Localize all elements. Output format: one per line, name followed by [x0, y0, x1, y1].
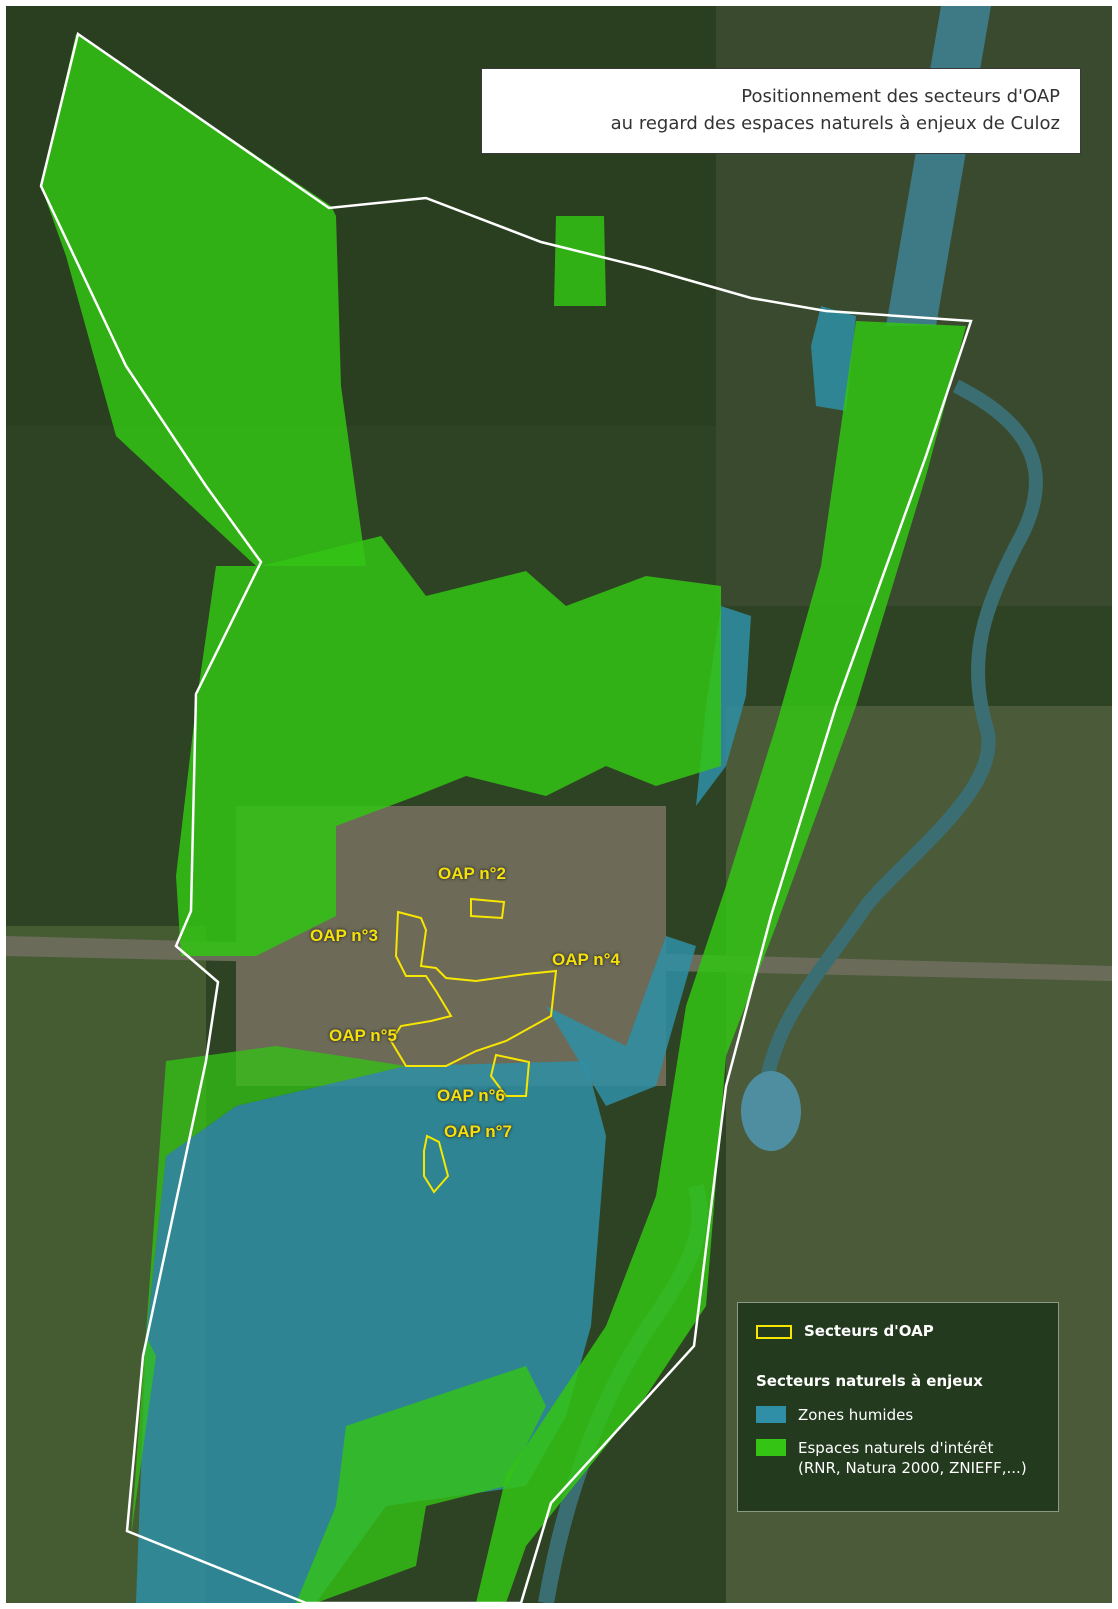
- oap-3-4-5-outline[interactable]: [389, 910, 558, 1067]
- natural-area-south: [296, 1366, 546, 1603]
- legend-natural-label-line-2: (RNR, Natura 2000, ZNIEFF,...): [798, 1459, 1027, 1477]
- legend-section-title-text: Secteurs naturels à enjeux: [756, 1372, 983, 1390]
- oap-sectors: [389, 897, 558, 1194]
- legend-section-title: Secteurs naturels à enjeux: [756, 1371, 983, 1391]
- oap-2-outline[interactable]: [470, 897, 506, 920]
- legend-item-oap: Secteurs d'OAP: [756, 1322, 934, 1341]
- oap-label-4: OAP n°4: [552, 950, 620, 969]
- legend-natural-label: Espaces naturels d'intérêt (RNR, Natura …: [798, 1438, 1027, 1478]
- map-legend: Secteurs d'OAP Secteurs naturels à enjeu…: [737, 1302, 1059, 1512]
- natural-area-northwest: [41, 34, 366, 566]
- oap-label-7: OAP n°7: [444, 1122, 512, 1141]
- oap-outline-swatch: [756, 1325, 792, 1339]
- map-title-line-1: Positionnement des secteurs d'OAP: [741, 86, 1060, 107]
- natural-area-central: [176, 536, 721, 956]
- oap-6-outline[interactable]: [489, 1053, 531, 1097]
- oap-label-5: OAP n°5: [329, 1026, 397, 1045]
- oap-label-6: OAP n°6: [437, 1086, 505, 1105]
- oap-label-3: OAP n°3: [310, 926, 378, 945]
- legend-wetlands-label: Zones humides: [798, 1406, 914, 1424]
- oap-label-2: OAP n°2: [438, 864, 506, 883]
- commune-boundary: [39, 31, 973, 1603]
- natural-areas-swatch: [756, 1439, 786, 1456]
- natural-area-north-patch: [554, 216, 606, 306]
- legend-item-natural-areas: Espaces naturels d'intérêt (RNR, Natura …: [756, 1439, 1027, 1478]
- legend-natural-label-line-1: Espaces naturels d'intérêt: [798, 1439, 994, 1457]
- map-title-line-2: au regard des espaces naturels à enjeux …: [610, 113, 1060, 134]
- oap-7-outline[interactable]: [423, 1134, 450, 1194]
- lake: [741, 1071, 801, 1151]
- natural-area-rhone-corridor: [476, 321, 966, 1603]
- river-rhone: [759, 379, 1043, 1088]
- wetlands-center: [546, 936, 696, 1106]
- wetlands-north-strip: [811, 306, 856, 411]
- legend-item-wetlands: Zones humides: [756, 1406, 913, 1425]
- map-frame: OAP n°2 OAP n°3 OAP n°4 OAP n°5 OAP n°6 …: [6, 6, 1112, 1603]
- wetlands-swatch: [756, 1406, 786, 1423]
- map-title-box: Positionnement des secteurs d'OAP au reg…: [481, 68, 1081, 154]
- legend-oap-label: Secteurs d'OAP: [804, 1322, 934, 1340]
